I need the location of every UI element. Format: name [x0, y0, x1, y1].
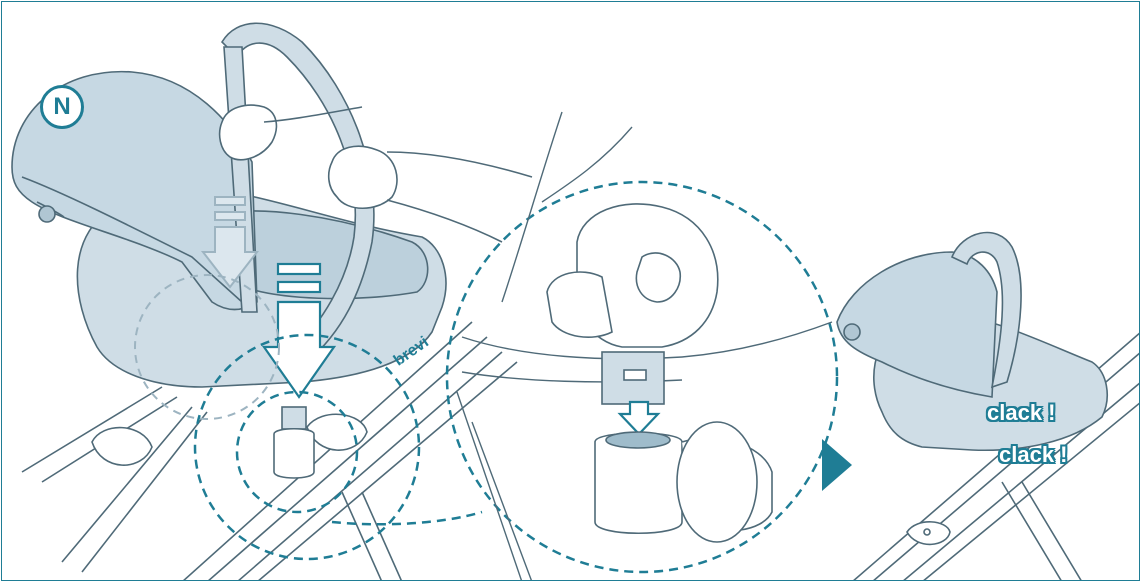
click-sound-label-2: clack !: [999, 442, 1068, 468]
detail-seat-base: [547, 204, 718, 404]
down-arrow-icon: [620, 402, 658, 434]
next-step-arrow-icon: [822, 439, 852, 491]
car-seat-right: [837, 233, 1107, 451]
step-marker-label: N: [53, 93, 70, 121]
step-marker-badge: N: [40, 85, 84, 129]
seat-adapter: [274, 407, 314, 478]
detail-socket: [595, 422, 772, 542]
click-sound-label-1: clack !: [987, 400, 1056, 426]
